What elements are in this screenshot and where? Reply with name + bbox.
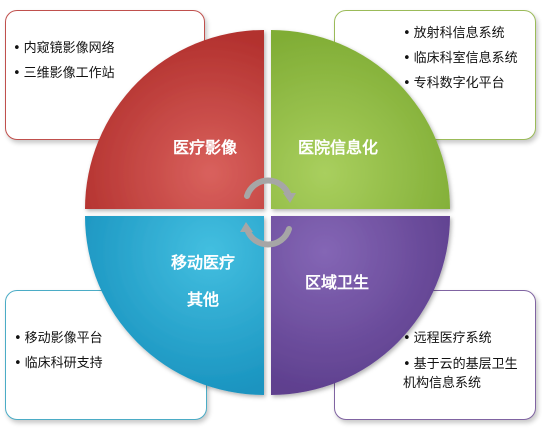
list-item: •基于云的基层卫生机构信息系统 — [403, 357, 518, 391]
quadrant-label-bottom-right: 区域卫生 — [305, 273, 369, 292]
list-item: •临床科室信息系统 — [403, 51, 518, 66]
list-item: •专科数字化平台 — [403, 76, 505, 91]
circular-arrows-icon — [240, 177, 296, 248]
quadrant-label-bottom-left-2: 其他 — [187, 290, 219, 309]
list-item: •内窥镜影像网络 — [13, 41, 115, 56]
list-item: •临床科研支持 — [14, 356, 103, 371]
quadrant-bottom-left — [85, 216, 264, 395]
quadrant-top-right — [271, 30, 450, 209]
list-item: •放射科信息系统 — [403, 26, 505, 41]
list-item: •三维影像工作站 — [13, 66, 115, 81]
quadrant-bottom-right — [271, 216, 450, 395]
quadrant-top-left — [85, 30, 264, 209]
quadrant-label-bottom-left-1: 移动医疗 — [171, 253, 235, 272]
list-item: •远程医疗系统 — [403, 331, 492, 346]
quadrant-label-top-right: 医院信息化 — [298, 138, 378, 157]
quadrant-label-top-left: 医疗影像 — [173, 138, 238, 157]
list-item: •移动影像平台 — [14, 331, 103, 346]
